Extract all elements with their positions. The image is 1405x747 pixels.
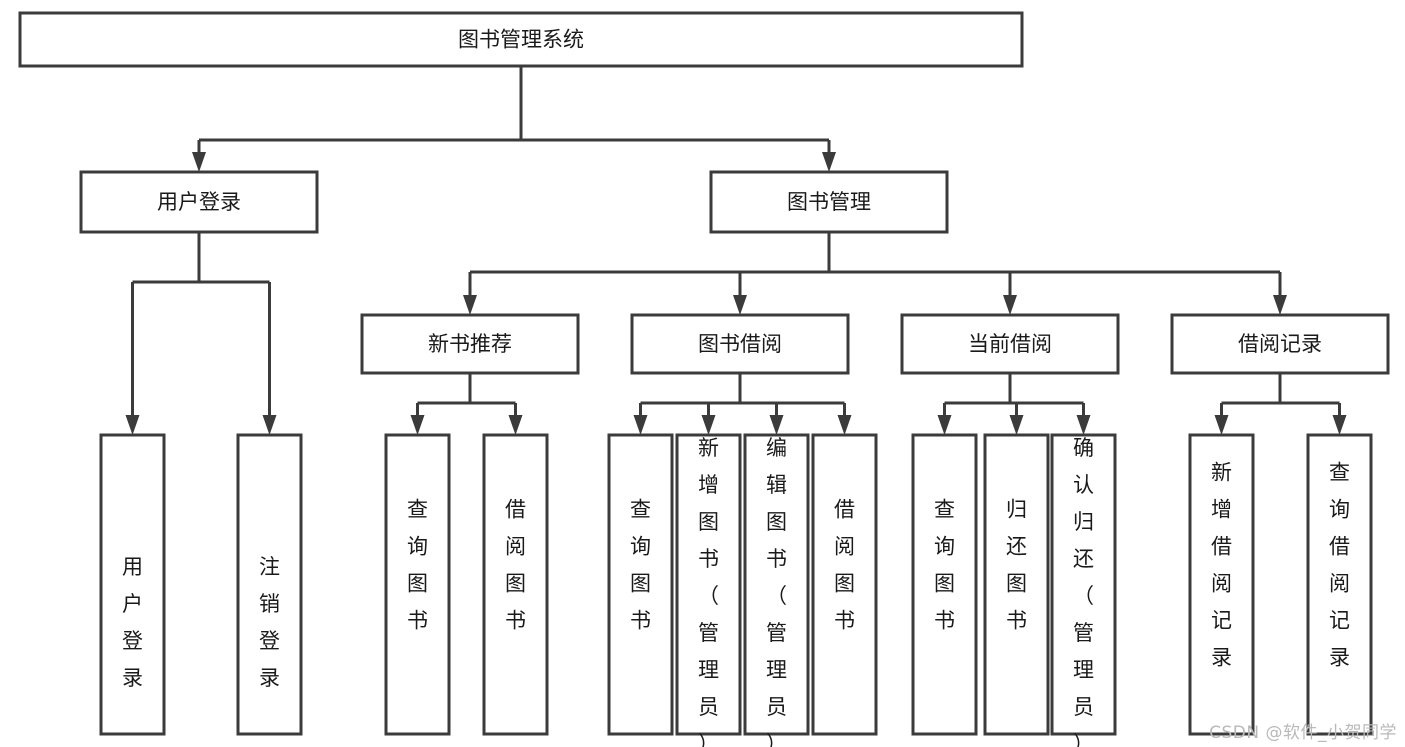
leaf-label: 查询图书 xyxy=(630,498,651,633)
leaf-node[interactable]: 查询图书 xyxy=(911,433,978,736)
submodule-box[interactable] xyxy=(630,313,850,375)
root-node[interactable]: 图书管理系统 xyxy=(18,11,1024,68)
leaf-label: 新增图书（管理员） xyxy=(698,436,719,747)
arrow-head-icon xyxy=(1214,415,1229,435)
nodes-layer: 图书管理系统用户登录图书管理新书推荐图书借阅当前借阅借阅记录用户登录注销登录查询… xyxy=(18,11,1390,747)
submodule-node[interactable]: 借阅记录 xyxy=(1170,313,1390,375)
submodule-node[interactable]: 新书推荐 xyxy=(360,313,580,375)
arrow-head-icon xyxy=(262,415,277,435)
leaf-node[interactable]: 编辑图书（管理员） xyxy=(743,433,810,747)
leaf-node[interactable]: 新增借阅记录 xyxy=(1188,433,1255,736)
submodule-box[interactable] xyxy=(1170,313,1390,375)
leaf-box[interactable] xyxy=(384,433,451,736)
module-label: 用户登录 xyxy=(157,190,241,214)
arrow-head-icon xyxy=(463,295,477,315)
leaf-node[interactable]: 用户登录 xyxy=(99,433,166,736)
leaf-box[interactable] xyxy=(236,433,303,736)
leaf-label: 借阅图书 xyxy=(505,498,526,633)
leaf-box[interactable] xyxy=(1188,433,1255,736)
module-box[interactable] xyxy=(79,170,319,234)
module-node[interactable]: 用户登录 xyxy=(79,170,319,234)
leaf-node[interactable]: 归还图书 xyxy=(983,433,1050,736)
arrow-head-icon xyxy=(410,415,425,435)
leaf-label: 查询图书 xyxy=(934,498,955,633)
arrow-head-icon xyxy=(937,415,952,435)
leaf-box[interactable] xyxy=(1050,433,1117,736)
leaf-box[interactable] xyxy=(911,433,978,736)
submodule-label: 图书借阅 xyxy=(698,332,782,356)
arrow-head-icon xyxy=(1009,415,1024,435)
submodule-label: 当前借阅 xyxy=(968,332,1052,356)
leaf-node[interactable]: 查询借阅记录 xyxy=(1306,433,1373,736)
arrow-head-icon xyxy=(1076,415,1091,435)
leaf-box[interactable] xyxy=(675,433,742,736)
leaf-box[interactable] xyxy=(1306,433,1373,736)
submodule-box[interactable] xyxy=(900,313,1120,375)
arrow-head-icon xyxy=(769,415,784,435)
leaf-label: 查询图书 xyxy=(407,498,428,633)
module-label: 图书管理 xyxy=(787,190,871,214)
leaf-box[interactable] xyxy=(983,433,1050,736)
leaf-node[interactable]: 借阅图书 xyxy=(482,433,549,736)
arrow-head-icon xyxy=(1273,295,1287,315)
submodule-node[interactable]: 当前借阅 xyxy=(900,313,1120,375)
leaf-label: 用户登录 xyxy=(122,555,143,690)
arrow-head-icon xyxy=(822,152,836,172)
arrow-head-icon xyxy=(1003,295,1017,315)
leaf-label: 注销登录 xyxy=(259,555,280,690)
submodule-node[interactable]: 图书借阅 xyxy=(630,313,850,375)
arrow-head-icon xyxy=(837,415,852,435)
leaf-node[interactable]: 查询图书 xyxy=(607,433,674,736)
module-node[interactable]: 图书管理 xyxy=(709,170,949,234)
submodule-label: 新书推荐 xyxy=(428,332,512,356)
root-label: 图书管理系统 xyxy=(458,28,584,52)
leaf-box[interactable] xyxy=(743,433,810,736)
arrow-head-icon xyxy=(125,415,140,435)
submodule-box[interactable] xyxy=(360,313,580,375)
leaf-node[interactable]: 注销登录 xyxy=(236,433,303,736)
leaf-box[interactable] xyxy=(99,433,166,736)
root-box[interactable] xyxy=(18,11,1024,68)
leaf-label: 查询借阅记录 xyxy=(1329,461,1350,670)
submodule-label: 借阅记录 xyxy=(1238,332,1322,356)
arrow-head-icon xyxy=(1332,415,1347,435)
arrow-head-icon xyxy=(508,415,523,435)
leaf-box[interactable] xyxy=(607,433,674,736)
leaf-node[interactable]: 查询图书 xyxy=(384,433,451,736)
leaf-box[interactable] xyxy=(811,433,878,736)
leaf-node[interactable]: 新增图书（管理员） xyxy=(675,433,742,747)
leaf-node[interactable]: 确认归还（管理员） xyxy=(1050,433,1117,747)
arrow-head-icon xyxy=(701,415,716,435)
leaf-label: 借阅图书 xyxy=(834,498,855,633)
arrow-head-icon xyxy=(633,415,648,435)
connectors-layer xyxy=(125,66,1347,435)
arrow-head-icon xyxy=(733,295,747,315)
leaf-label: 确认归还（管理员） xyxy=(1073,436,1094,747)
leaf-label: 新增借阅记录 xyxy=(1211,461,1232,670)
leaf-box[interactable] xyxy=(482,433,549,736)
leaf-node[interactable]: 借阅图书 xyxy=(811,433,878,736)
leaf-label: 归还图书 xyxy=(1006,498,1027,633)
module-box[interactable] xyxy=(709,170,949,234)
arrow-head-icon xyxy=(192,152,206,172)
leaf-label: 编辑图书（管理员） xyxy=(766,436,787,747)
